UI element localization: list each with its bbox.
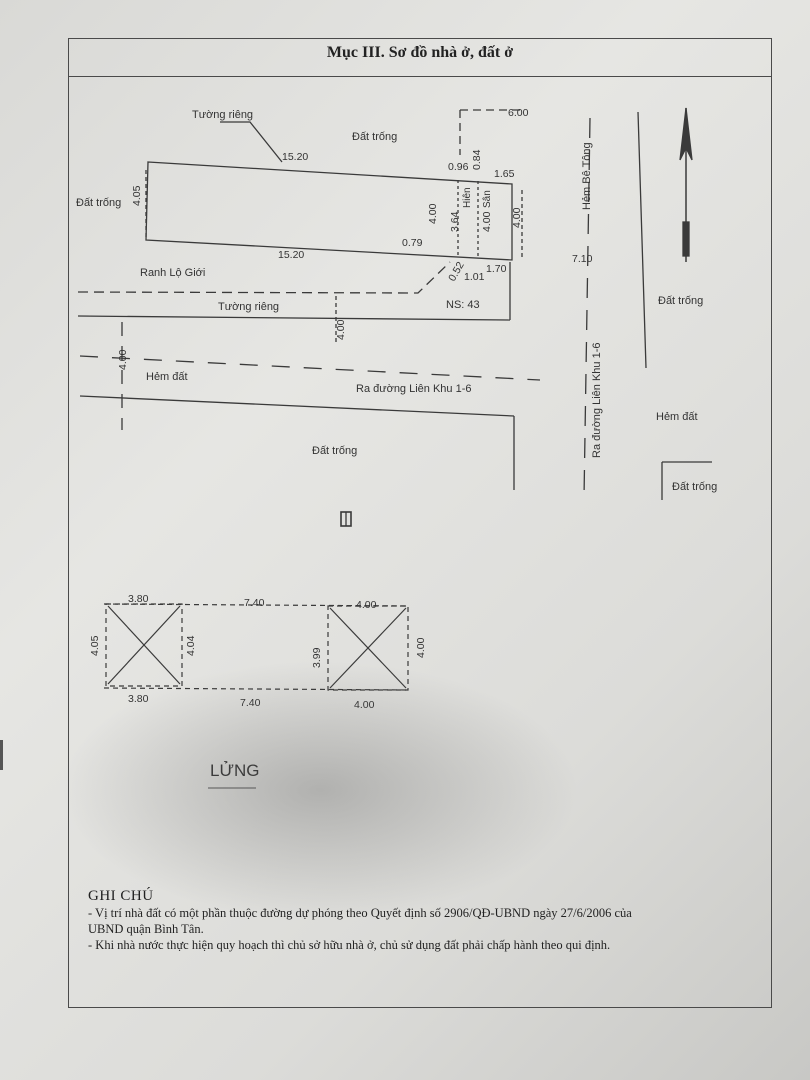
label-tuong-rieng-top: Tường riêng xyxy=(192,109,253,121)
label-ra-duong-vertical: Ra đường Liên Khu 1-6 xyxy=(591,343,603,458)
mez-right-top: 4.00 xyxy=(356,599,377,611)
dim-top-length: 15.20 xyxy=(282,151,308,163)
notes-heading: GHI CHÚ xyxy=(88,888,154,904)
label-dat-trong-top: Đất trống xyxy=(352,131,397,143)
wall-bottom xyxy=(77,315,511,321)
dim-road-400: 4.00 xyxy=(335,319,347,340)
notes-line-1: - Vị trí nhà đất có một phần thuộc đường… xyxy=(88,906,632,920)
label-dat-trong-left: Đất trống xyxy=(76,197,121,209)
road-edge-lower xyxy=(79,395,515,417)
mez-left-top: 3.80 xyxy=(128,593,149,605)
dim-top-right: 6.00 xyxy=(508,107,529,119)
notes-section: GHI CHÚ - Vị trí nhà đất có một phần thu… xyxy=(88,888,738,953)
section-title: Mục III. Sơ đồ nhà ở, đất ở xyxy=(68,38,772,77)
dim-710: 7.10 xyxy=(572,253,593,265)
dim-hem-400: 4.00 xyxy=(117,349,129,370)
dim-364: 3.64 xyxy=(449,211,461,232)
label-san: Sân xyxy=(482,190,493,208)
dim-165: 1.65 xyxy=(494,168,515,180)
label-ranh-lo-gioi: Ranh Lộ Giới xyxy=(140,267,205,279)
dim-bottom-length: 15.20 xyxy=(278,249,304,261)
label-dat-trong-right: Đất trống xyxy=(658,295,703,307)
label-ns: NS: 43 xyxy=(446,299,480,311)
label-hem-dat-left: Hẻm đất xyxy=(146,371,188,383)
dim-079: 0.79 xyxy=(402,237,423,249)
dim-096: 0.96 xyxy=(448,161,469,173)
notes-line-3: - Khi nhà nước thực hiện quy hoạch thì c… xyxy=(88,938,611,952)
mez-left-h-inner: 4.04 xyxy=(185,635,197,656)
document-frame xyxy=(68,38,772,1008)
vertical-road-edge xyxy=(637,111,647,369)
mez-right-bottom: 4.00 xyxy=(354,699,375,711)
notes-line-2: UBND quận Bình Tân. xyxy=(88,922,204,936)
mezzanine-plan xyxy=(103,603,411,691)
dim-left-height: 4.05 xyxy=(131,185,143,206)
page-edge-mark xyxy=(0,740,3,770)
dim-400a: 4.00 xyxy=(427,203,439,224)
label-dat-trong-far-right: Đất trống xyxy=(672,481,717,493)
lot-outline xyxy=(145,161,513,261)
label-tuong-rieng-bottom: Tường riêng xyxy=(218,301,279,313)
mez-mid-bottom: 7.40 xyxy=(240,697,261,709)
ranh-lo-gioi-line xyxy=(77,261,451,294)
dim-084: 0.84 xyxy=(471,149,483,170)
label-hem-be-tong: Hẻm Bê Tông xyxy=(581,142,593,210)
label-ra-duong-horizontal: Ra đường Liên Khu 1-6 xyxy=(356,383,471,395)
dim-170: 1.70 xyxy=(486,263,507,275)
mez-left-bottom: 3.80 xyxy=(128,693,149,705)
hem-centerline xyxy=(79,355,541,381)
mez-mid-top: 7.40 xyxy=(244,597,265,609)
dim-400c: 4.00 xyxy=(511,207,523,228)
dim-400b: 4.00 xyxy=(481,211,493,232)
label-hien: Hiên xyxy=(462,187,473,208)
mez-right-h-inner: 4.00 xyxy=(415,637,427,658)
label-lung: LỬNG xyxy=(210,761,259,780)
label-hem-dat-right: Hẻm đất xyxy=(656,411,698,423)
mez-right-h-outer: 3.99 xyxy=(311,647,323,668)
dim-101: 1.01 xyxy=(464,271,485,283)
mez-left-h-outer: 4.05 xyxy=(89,635,101,656)
label-dat-trong-center: Đất trống xyxy=(312,445,357,457)
